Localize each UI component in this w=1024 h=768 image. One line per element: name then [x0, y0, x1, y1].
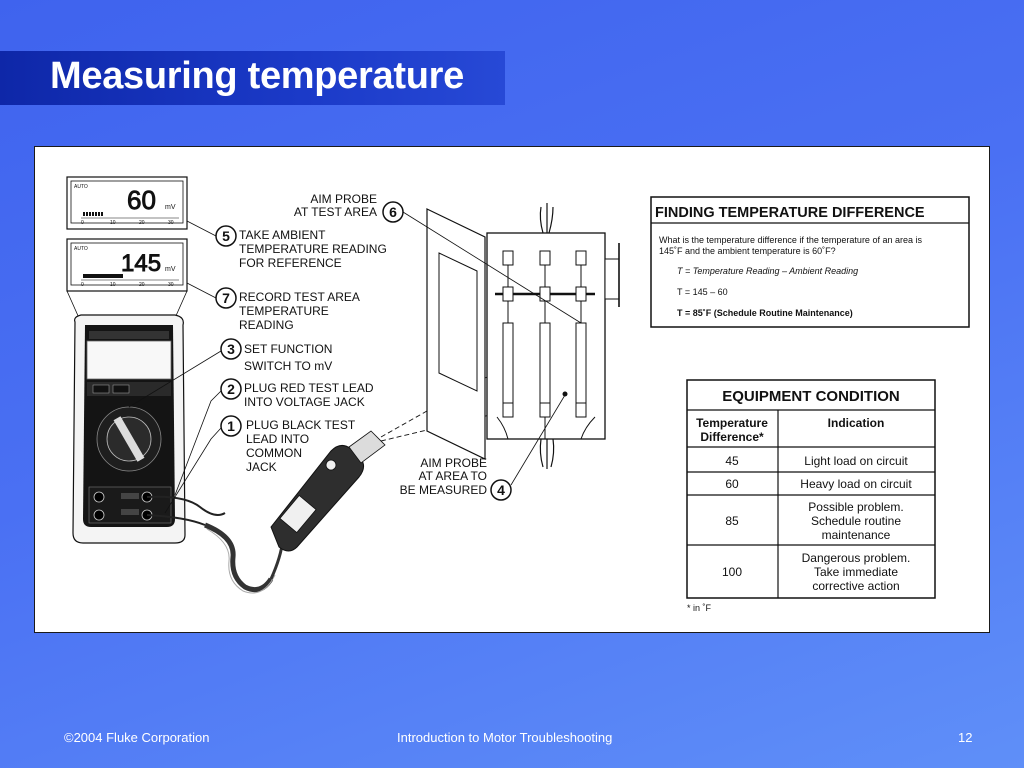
step-2-number: 2 — [227, 381, 235, 397]
equipment-table-header-indication: Indication — [828, 416, 885, 430]
finding-box-question-1: What is the temperature difference if th… — [659, 235, 922, 245]
step-2-line-1: PLUG RED TEST LEAD — [244, 381, 374, 395]
finding-box-result: T = 85˚F (Schedule Routine Maintenance) — [677, 308, 853, 318]
finding-box-title: FINDING TEMPERATURE DIFFERENCE — [655, 205, 925, 221]
step-6-line-1: AIM PROBE — [310, 192, 377, 206]
table-row-4-indication-3: corrective action — [812, 579, 899, 593]
step-2-line-2: INTO VOLTAGE JACK — [244, 395, 365, 409]
finding-box-substitution: T = 145 – 60 — [677, 287, 728, 297]
finding-box-formula: T = Temperature Reading – Ambient Readin… — [677, 266, 858, 276]
equipment-condition-table: EQUIPMENT CONDITION Temperature Differen… — [686, 379, 936, 613]
multimeter-jacks — [88, 486, 172, 524]
footer-copyright: ©2004 Fluke Corporation — [64, 730, 210, 745]
meter-bottom-unit: mV — [165, 266, 176, 273]
meter-bottom-scale-10: 10 — [110, 282, 116, 288]
step-5-line-3: FOR REFERENCE — [239, 256, 342, 270]
fuse-blocks — [495, 250, 596, 440]
meter-top-scale-30: 30 — [168, 220, 174, 226]
step-callouts: AIM PROBE AT TEST AREA 6 5 TAKE AMBIENT … — [128, 192, 582, 514]
table-row-4-diff: 100 — [722, 565, 742, 579]
step-4-line-1: AIM PROBE — [420, 456, 487, 470]
meter-top-unit: mV — [165, 204, 176, 211]
table-row-3-indication-3: maintenance — [822, 528, 891, 542]
meter-bottom-reading: 145 — [121, 250, 161, 277]
step-4-line-3: BE MEASURED — [400, 483, 488, 497]
meter-top-scale-10: 10 — [110, 220, 116, 226]
step-5-number: 5 — [222, 228, 230, 244]
step-7-number: 7 — [222, 290, 230, 306]
step-5: 5 TAKE AMBIENT TEMPERATURE READING FOR R… — [186, 220, 387, 270]
step-4-line-2: AT AREA TO — [419, 469, 487, 483]
table-row-2-diff: 60 — [725, 477, 739, 491]
meter-bottom-bargraph — [81, 274, 179, 281]
meter-bottom-scale-0: 0 — [81, 282, 84, 288]
meter-top-scale-20: 20 — [139, 220, 145, 226]
step-7-line-3: READING — [239, 318, 294, 332]
equipment-table-title: EQUIPMENT CONDITION — [722, 388, 900, 405]
step-3-line-1: SET FUNCTION — [244, 342, 332, 356]
footer-page-number: 12 — [958, 730, 973, 745]
step-7-line-2: TEMPERATURE — [239, 304, 329, 318]
slide-title: Measuring temperature — [50, 55, 464, 97]
step-4-number: 4 — [497, 482, 505, 498]
table-row-4-indication-2: Take immediate — [814, 565, 898, 579]
diagram-panel: AUTO 60 mV 0 10 20 30 AUTO 145 mV 0 10 2… — [34, 146, 990, 633]
diagram-svg: AUTO 60 mV 0 10 20 30 AUTO 145 mV 0 10 2… — [66, 176, 970, 613]
step-6-line-2: AT TEST AREA — [294, 205, 377, 219]
meter-top-reading: 60 — [127, 185, 156, 215]
meter-bottom-mode: AUTO — [74, 246, 88, 252]
step-2: 2 PLUG RED TEST LEAD INTO VOLTAGE JACK — [174, 378, 374, 496]
step-1-line-2: LEAD INTO — [246, 432, 309, 446]
table-row-1-diff: 45 — [725, 454, 739, 468]
step-1-line-4: JACK — [246, 460, 277, 474]
step-1-number: 1 — [227, 418, 235, 434]
step-6: AIM PROBE AT TEST AREA 6 — [294, 192, 582, 324]
table-row-3-indication-1: Possible problem. — [808, 500, 903, 514]
equipment-table-header-diff-1: Temperature — [696, 416, 768, 430]
temperature-probe — [270, 430, 386, 552]
disconnect-panel — [426, 202, 620, 469]
meter-display-bottom: AUTO 145 mV 0 10 20 30 — [66, 238, 188, 292]
table-row-4-indication-1: Dangerous problem. — [802, 551, 911, 565]
multimeter — [72, 314, 186, 544]
title-bar: Measuring temperature — [0, 51, 505, 105]
step-7-line-1: RECORD TEST AREA — [239, 290, 360, 304]
step-3: 3 SET FUNCTION SWITCH TO mV — [128, 338, 332, 408]
meter-bottom-scale-20: 20 — [139, 282, 145, 288]
meter-top-bargraph — [81, 212, 179, 219]
step-1-line-1: PLUG BLACK TEST — [246, 418, 356, 432]
footer-presentation-title: Introduction to Motor Troubleshooting — [397, 730, 613, 745]
table-row-1-indication: Light load on circuit — [804, 454, 908, 468]
equipment-table-footnote: * in ˚F — [687, 603, 712, 613]
meter-top-mode: AUTO — [74, 184, 88, 190]
table-row-3-indication-2: Schedule routine — [811, 514, 901, 528]
table-row-3-diff: 85 — [725, 514, 739, 528]
finding-box-question-2: 145˚F and the ambient temperature is 60˚… — [659, 246, 836, 256]
meter-top-scale-0: 0 — [81, 220, 84, 226]
table-row-2-indication: Heavy load on circuit — [800, 477, 912, 491]
step-6-number: 6 — [389, 204, 397, 220]
meter-display-top: AUTO 60 mV 0 10 20 30 — [66, 176, 188, 230]
step-3-line-2: SWITCH TO mV — [244, 359, 332, 373]
step-3-number: 3 — [227, 341, 235, 357]
step-7: 7 RECORD TEST AREA TEMPERATURE READING — [186, 282, 360, 332]
step-1: 1 PLUG BLACK TEST LEAD INTO COMMON JACK — [164, 415, 356, 514]
finding-temperature-box: FINDING TEMPERATURE DIFFERENCE What is t… — [650, 196, 970, 328]
panel-wires — [539, 202, 555, 469]
step-4: AIM PROBE AT AREA TO BE MEASURED 4 — [400, 391, 568, 501]
step-5-line-2: TEMPERATURE READING — [239, 242, 387, 256]
meter-bottom-scale-30: 30 — [168, 282, 174, 288]
step-1-line-3: COMMON — [246, 446, 302, 460]
step-5-line-1: TAKE AMBIENT — [239, 228, 326, 242]
equipment-table-header-diff-2: Difference* — [700, 430, 764, 444]
